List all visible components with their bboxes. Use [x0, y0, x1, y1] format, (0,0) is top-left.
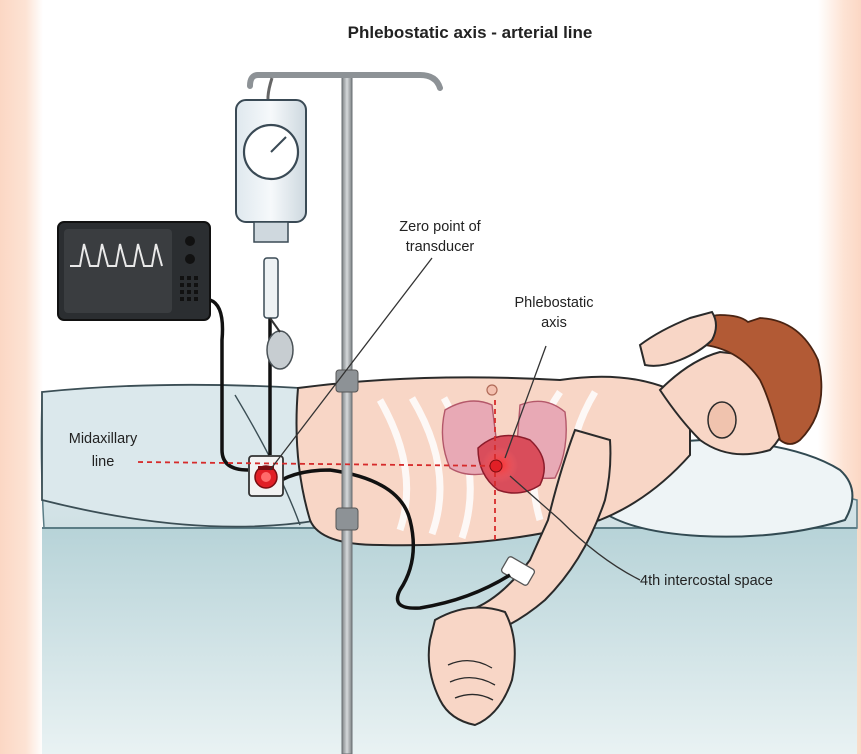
label-zero-point-line1: Zero point of — [399, 219, 481, 235]
label-phlebostatic-line1: Phlebostatic — [515, 295, 594, 311]
label-midaxillary-line1: Midaxillary — [69, 431, 138, 447]
label-zero-point-line2: transducer — [406, 239, 475, 255]
phlebostatic-axis-point — [490, 460, 502, 472]
diagram-title: Phlebostatic axis - arterial line — [348, 23, 593, 42]
transducer-icon — [249, 456, 283, 496]
label-intercostal-space: 4th intercostal space — [640, 573, 773, 589]
monitor-icon — [58, 222, 210, 320]
patient-ear — [708, 402, 736, 438]
label-phlebostatic-line2: axis — [541, 315, 567, 331]
label-midaxillary-line2: line — [92, 454, 115, 470]
label-phlebostatic-axis: Phlebostatic axis — [515, 295, 594, 331]
label-zero-point: Zero point of transducer — [399, 219, 481, 255]
